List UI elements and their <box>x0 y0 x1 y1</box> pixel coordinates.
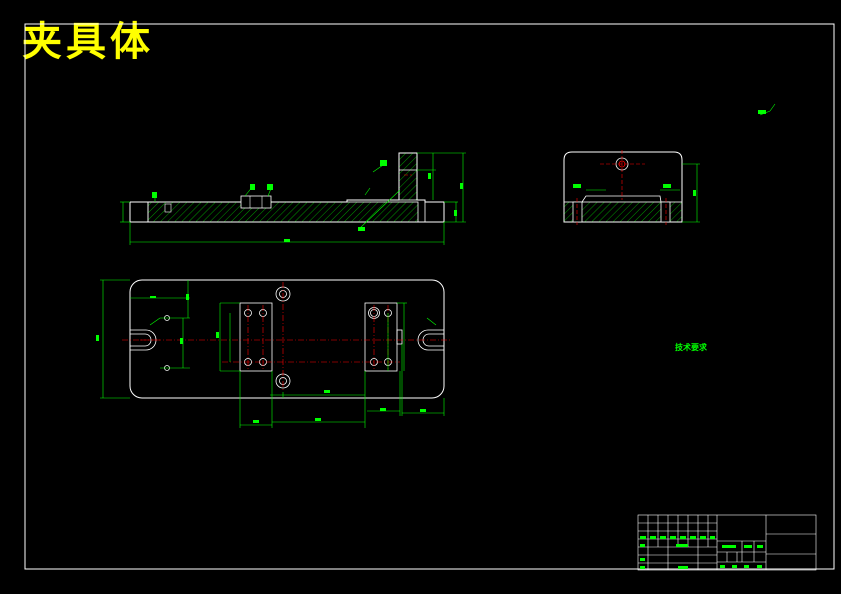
top-view <box>96 279 452 428</box>
side-view <box>563 150 700 225</box>
technical-requirements-title: 技术要求 <box>675 343 707 352</box>
front-view <box>120 152 466 245</box>
sheet-border <box>24 23 835 570</box>
title-block <box>637 514 817 571</box>
title-block-marks <box>640 536 763 569</box>
roughness-mark <box>758 103 776 116</box>
drawing-title: 夹具体 <box>22 19 154 65</box>
